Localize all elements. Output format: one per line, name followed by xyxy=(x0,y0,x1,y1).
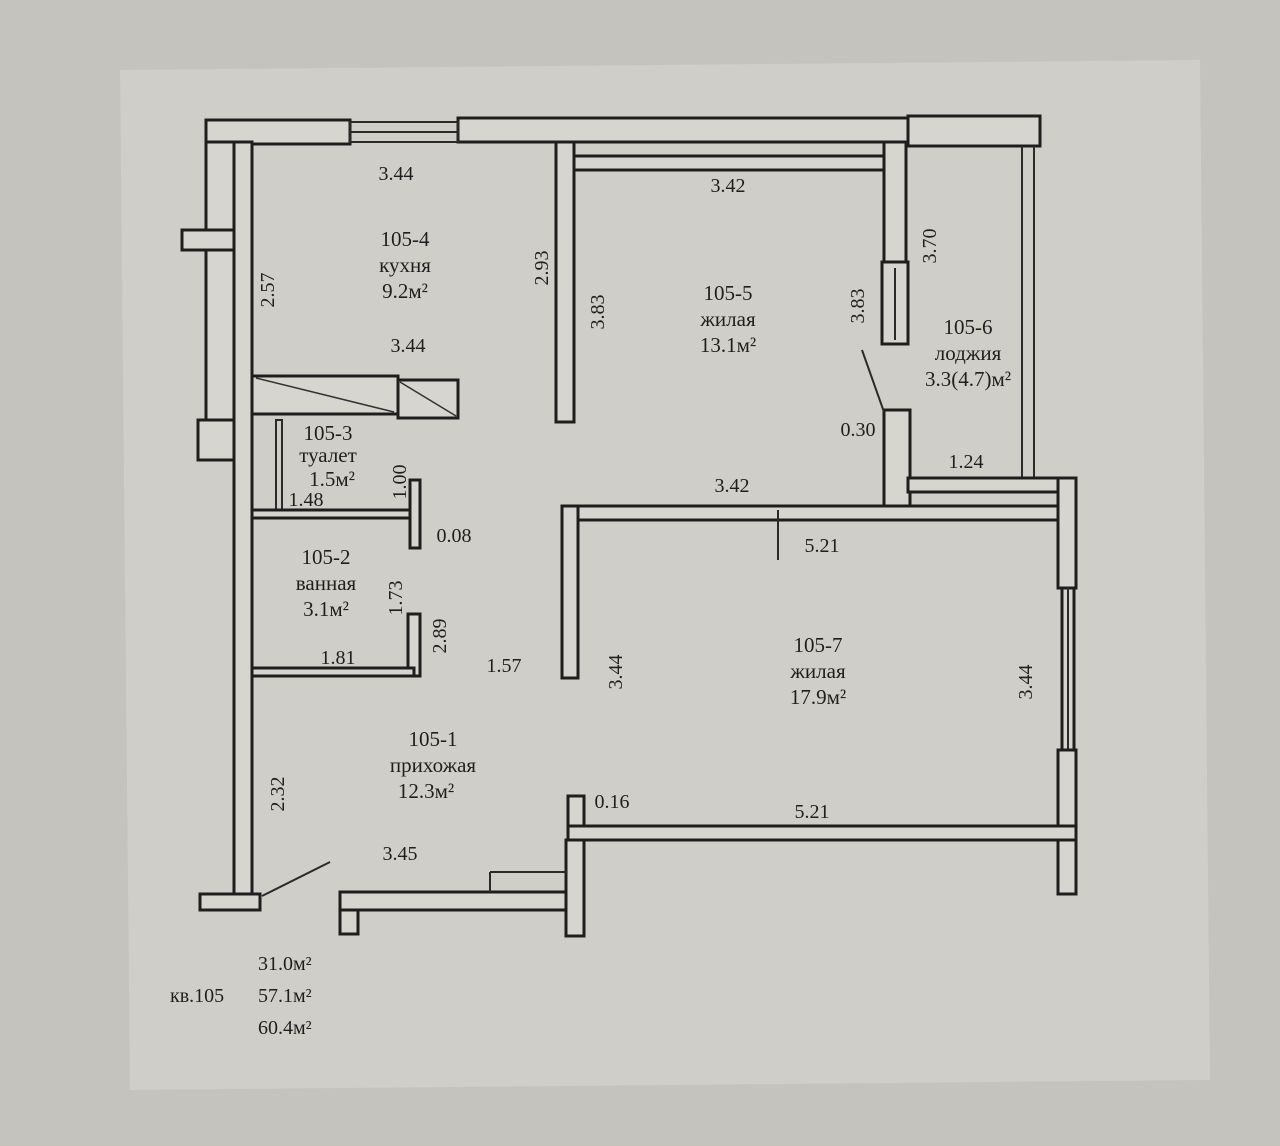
room-105-5-name: жилая xyxy=(699,307,756,331)
total-area: 57.1м² xyxy=(258,985,312,1007)
room-105-2-name: ванная xyxy=(296,571,357,595)
dim-label: 2.57 xyxy=(257,273,279,308)
dim-label: 3.44 xyxy=(1015,665,1037,700)
dim-label: 3.45 xyxy=(383,843,418,865)
room-105-5-area: 13.1м² xyxy=(700,333,756,357)
room-105-3-name: туалет xyxy=(299,443,357,467)
dim-label: 3.44 xyxy=(605,655,627,690)
room-105-4-area: 9.2м² xyxy=(382,279,428,303)
dim-label: 3.44 xyxy=(391,335,426,357)
dim-label: 5.21 xyxy=(795,801,830,823)
room-105-7-id: 105-7 xyxy=(794,633,843,657)
dim-label: 3.44 xyxy=(379,163,414,185)
dim-label: 0.30 xyxy=(841,419,876,441)
apartment-number: кв.105 xyxy=(170,985,224,1007)
dimension-labels: 3.44 3.42 2.57 2.93 3.83 3.83 3.70 3.44 … xyxy=(257,163,1037,865)
walls xyxy=(180,114,1078,938)
total-area-with-loggia: 60.4м² xyxy=(258,1017,312,1039)
dim-label: 3.83 xyxy=(847,289,869,324)
room-105-6-id: 105-6 xyxy=(944,315,993,339)
room-105-3-area: 1.5м² xyxy=(309,467,355,491)
dim-label: 0.16 xyxy=(595,791,630,813)
dim-label: 3.42 xyxy=(711,175,746,197)
area-summary: 31.0м² кв.105 57.1м² 60.4м² xyxy=(170,953,312,1039)
room-105-1-name: прихожая xyxy=(390,753,476,777)
living-area: 31.0м² xyxy=(258,953,312,975)
room-labels: 105-4 кухня 9.2м² 105-5 жилая 13.1м² 105… xyxy=(296,227,1011,803)
room-105-4-id: 105-4 xyxy=(381,227,430,251)
dim-label: 1.24 xyxy=(949,451,984,473)
room-105-1-area: 12.3м² xyxy=(398,779,454,803)
dim-label: 1.73 xyxy=(385,581,407,616)
room-105-2-area: 3.1м² xyxy=(303,597,349,621)
room-105-2-id: 105-2 xyxy=(302,545,351,569)
dim-label: 3.42 xyxy=(715,475,750,497)
dim-label: 3.70 xyxy=(919,229,941,264)
dim-label: 1.00 xyxy=(389,465,411,500)
room-105-6-area: 3.3(4.7)м² xyxy=(925,367,1011,391)
dim-label: 0.08 xyxy=(437,525,472,547)
dim-label: 1.81 xyxy=(321,647,356,669)
dim-label: 1.48 xyxy=(289,489,324,511)
dim-label: 1.57 xyxy=(487,655,522,677)
room-105-1-id: 105-1 xyxy=(409,727,458,751)
room-105-4-name: кухня xyxy=(379,253,431,277)
dim-label: 2.89 xyxy=(429,619,451,654)
dim-label: 2.32 xyxy=(267,777,289,812)
dim-label: 3.83 xyxy=(587,295,609,330)
dim-label: 5.21 xyxy=(805,535,840,557)
room-105-7-name: жилая xyxy=(789,659,846,683)
room-105-6-name: лоджия xyxy=(935,341,1002,365)
room-105-5-id: 105-5 xyxy=(704,281,753,305)
room-105-3-id: 105-3 xyxy=(304,421,353,445)
room-105-7-area: 17.9м² xyxy=(790,685,846,709)
dim-label: 2.93 xyxy=(531,251,553,286)
